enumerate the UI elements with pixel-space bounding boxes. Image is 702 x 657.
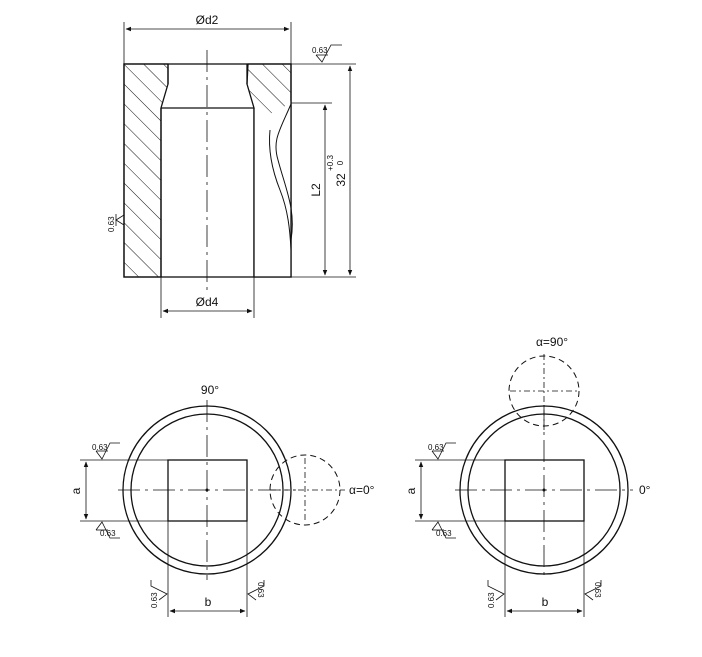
dim-b-label: b bbox=[205, 595, 212, 609]
tol-lower: 0 bbox=[336, 160, 345, 165]
angle-90-label: 90° bbox=[201, 383, 219, 397]
dim-l2-label: L2 bbox=[309, 183, 323, 197]
dim-b-label: b bbox=[542, 595, 549, 609]
roughness-symbol-top: 0.63 bbox=[312, 44, 342, 63]
roughness-symbol-upper: 0.63 bbox=[92, 442, 120, 460]
section-view: Ød2 Ød4 32 +0.3 0 L2 0.63 0.63 bbox=[107, 13, 356, 318]
dim-a-label: a bbox=[69, 487, 83, 494]
dim-d4-label: Ød4 bbox=[196, 295, 219, 309]
right-end-view: α=90° 0° a 0.63 0.63 b 0.63 0.63 bbox=[404, 335, 651, 617]
dim-a-label: a bbox=[404, 487, 418, 494]
svg-text:0.63: 0.63 bbox=[487, 592, 496, 608]
svg-text:0.63: 0.63 bbox=[256, 582, 265, 598]
svg-text:0.63: 0.63 bbox=[107, 216, 116, 232]
roughness-symbol-bottom-left: 0.63 bbox=[487, 580, 505, 608]
square-profile bbox=[504, 459, 585, 522]
svg-text:0.63: 0.63 bbox=[100, 529, 116, 538]
angle-0-label: 0° bbox=[639, 483, 651, 497]
svg-text:0.63: 0.63 bbox=[312, 46, 328, 55]
roughness-symbol-lower: 0.63 bbox=[95, 521, 120, 539]
angle-alpha-90-label: α=90° bbox=[536, 335, 568, 349]
svg-text:0.63: 0.63 bbox=[92, 443, 108, 452]
roughness-symbol-left: 0.63 bbox=[107, 214, 125, 232]
roughness-symbol-bottom-right: 0.63 bbox=[247, 580, 265, 601]
tol-upper: +0.3 bbox=[326, 155, 335, 171]
svg-text:0.63: 0.63 bbox=[150, 592, 159, 608]
dim-d2-label: Ød2 bbox=[196, 13, 219, 27]
left-end-view: 90° α=0° a 0.63 0.63 b 0.63 0.63 bbox=[69, 383, 375, 617]
dim-32-label: 32 bbox=[334, 173, 348, 187]
svg-text:0.63: 0.63 bbox=[428, 443, 444, 452]
outer-profile bbox=[123, 63, 292, 278]
break-region bbox=[254, 100, 291, 277]
svg-text:0.63: 0.63 bbox=[436, 529, 452, 538]
angle-alpha-0-label: α=0° bbox=[349, 483, 375, 497]
break-line bbox=[275, 103, 293, 241]
square-profile bbox=[167, 459, 248, 522]
roughness-symbol-lower: 0.63 bbox=[431, 521, 456, 539]
roughness-symbol-upper: 0.63 bbox=[428, 442, 456, 460]
svg-text:0.63: 0.63 bbox=[593, 582, 602, 598]
roughness-symbol-bottom-left: 0.63 bbox=[150, 580, 168, 608]
roughness-symbol-bottom-right: 0.63 bbox=[584, 580, 602, 601]
